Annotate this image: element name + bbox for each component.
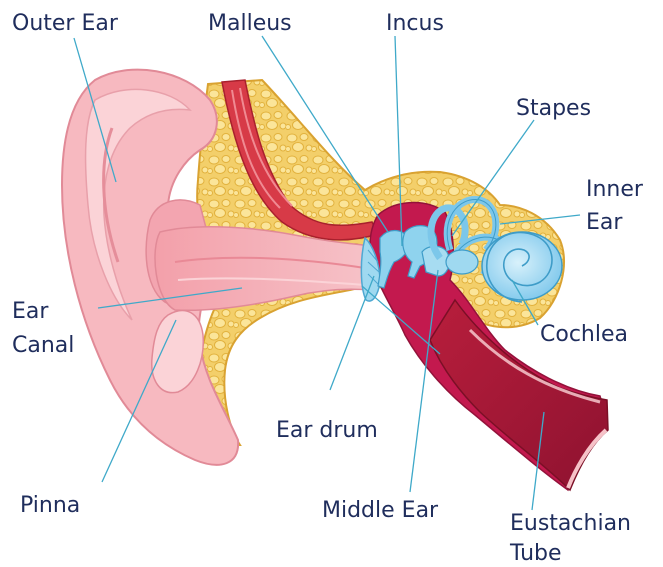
label-stapes: Stapes xyxy=(516,96,591,121)
label-outer-ear: Outer Ear xyxy=(12,11,119,36)
vestibule xyxy=(446,250,478,274)
label-ear-canal-line2: Canal xyxy=(12,333,74,358)
label-eustachian-line1: Eustachian xyxy=(510,511,631,536)
label-ear-canal-line1: Ear xyxy=(12,299,49,324)
label-cochlea: Cochlea xyxy=(540,322,628,347)
label-middle-ear: Middle Ear xyxy=(322,498,439,523)
label-pinna: Pinna xyxy=(20,493,80,518)
label-incus: Incus xyxy=(386,11,444,36)
label-inner-ear-line1: Inner xyxy=(586,177,644,202)
label-ear-drum: Ear drum xyxy=(276,418,378,443)
label-malleus: Malleus xyxy=(208,11,292,36)
label-eustachian-line2: Tube xyxy=(509,541,562,566)
label-inner-ear-line2: Ear xyxy=(586,210,623,235)
